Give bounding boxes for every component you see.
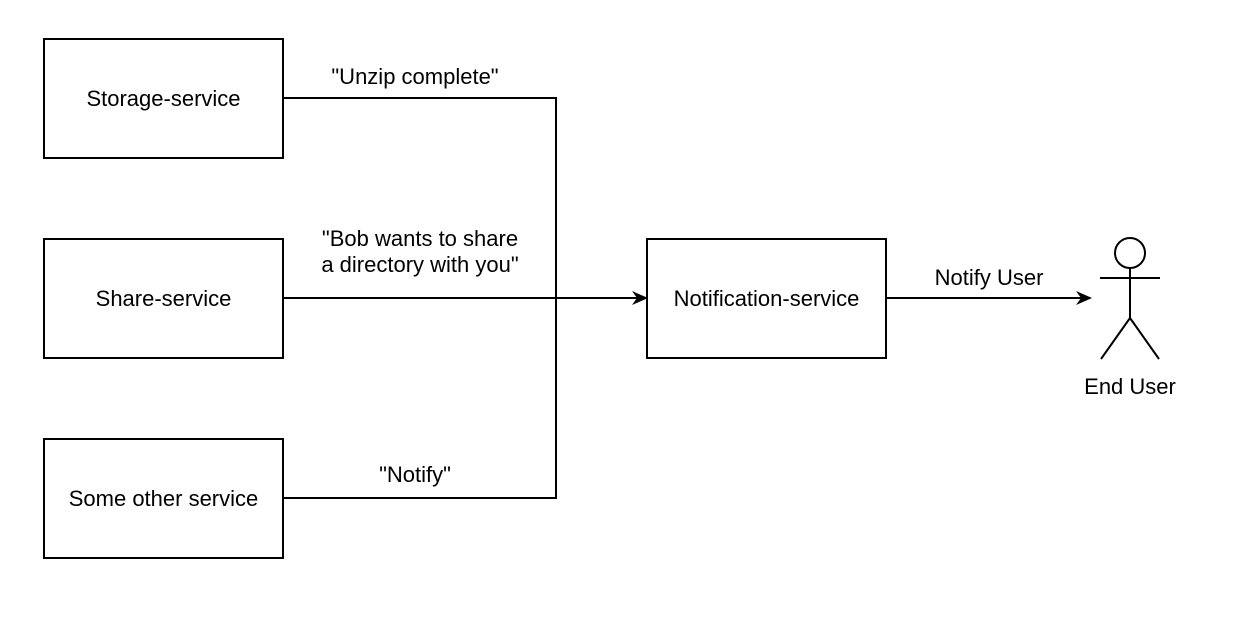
other-message-label: "Notify" (379, 462, 451, 487)
share-message-line-2: a directory with you" (321, 252, 519, 277)
other-service-label: Some other service (68, 485, 259, 511)
other-service-node: Some other service (43, 438, 284, 559)
share-message-line-1: "Bob wants to share (321, 226, 519, 251)
share-service-label: Share-service (95, 285, 232, 311)
storage-service-label: Storage-service (86, 85, 241, 111)
other-service-connector (284, 298, 557, 499)
end-user-actor-icon (1100, 237, 1160, 360)
storage-service-node: Storage-service (43, 38, 284, 159)
notification-service-label: Notification-service (673, 285, 860, 311)
share-service-node: Share-service (43, 238, 284, 359)
end-user-label: End User (1084, 374, 1176, 399)
notify-user-label: Notify User (934, 265, 1044, 290)
share-message-label: "Bob wants to share a directory with you… (321, 226, 518, 278)
storage-connector (284, 97, 557, 298)
storage-message-label: "Unzip complete" (331, 64, 499, 89)
notification-service-node: Notification-service (646, 238, 887, 359)
